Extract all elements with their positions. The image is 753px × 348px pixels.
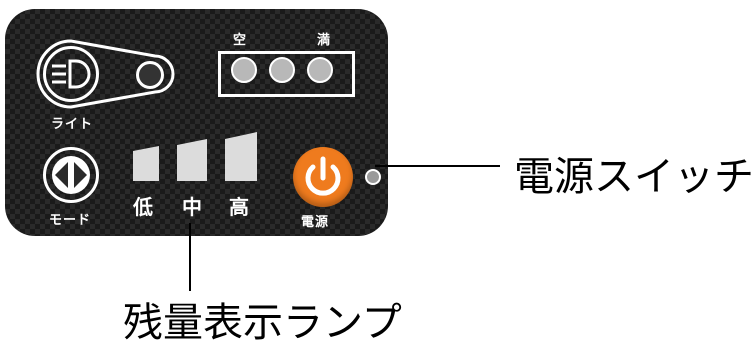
battery-led-3: [307, 57, 333, 83]
power-icon: [305, 156, 341, 196]
headlight-icon: [52, 59, 91, 89]
control-panel: ライト 空 満 モード 低 中 高 電源: [5, 9, 388, 236]
mode-label: モード: [49, 213, 92, 228]
light-button[interactable]: [43, 46, 99, 102]
level-label-mid: 中: [182, 195, 203, 219]
mode-arrows-icon: [52, 156, 90, 194]
battery-led-2: [269, 57, 295, 83]
level-label-high: 高: [229, 195, 250, 219]
light-indicator-led: [136, 61, 164, 89]
power-label: 電源: [301, 215, 330, 230]
remaining-lamp-leader-line: [189, 223, 191, 291]
level-lamp-mid: [177, 139, 207, 181]
light-label: ライト: [51, 117, 94, 132]
remaining-lamp-callout: 残量表示ランプ: [123, 300, 402, 346]
mode-button[interactable]: [43, 147, 99, 203]
level-lamps: [133, 132, 257, 181]
level-lamp-low: [133, 146, 159, 181]
light-button-outline: [36, 39, 175, 109]
battery-led-1: [231, 57, 257, 83]
battery-full-label: 満: [317, 33, 332, 48]
power-switch-callout: 電源スイッチ: [514, 154, 753, 200]
level-lamp-high: [225, 132, 257, 181]
battery-indicator-frame: [218, 51, 355, 97]
level-label-low: 低: [133, 195, 154, 219]
power-switch-leader-line: [375, 165, 500, 167]
power-button[interactable]: [293, 147, 353, 207]
battery-empty-label: 空: [233, 33, 248, 48]
power-indicator-led: [365, 169, 381, 185]
